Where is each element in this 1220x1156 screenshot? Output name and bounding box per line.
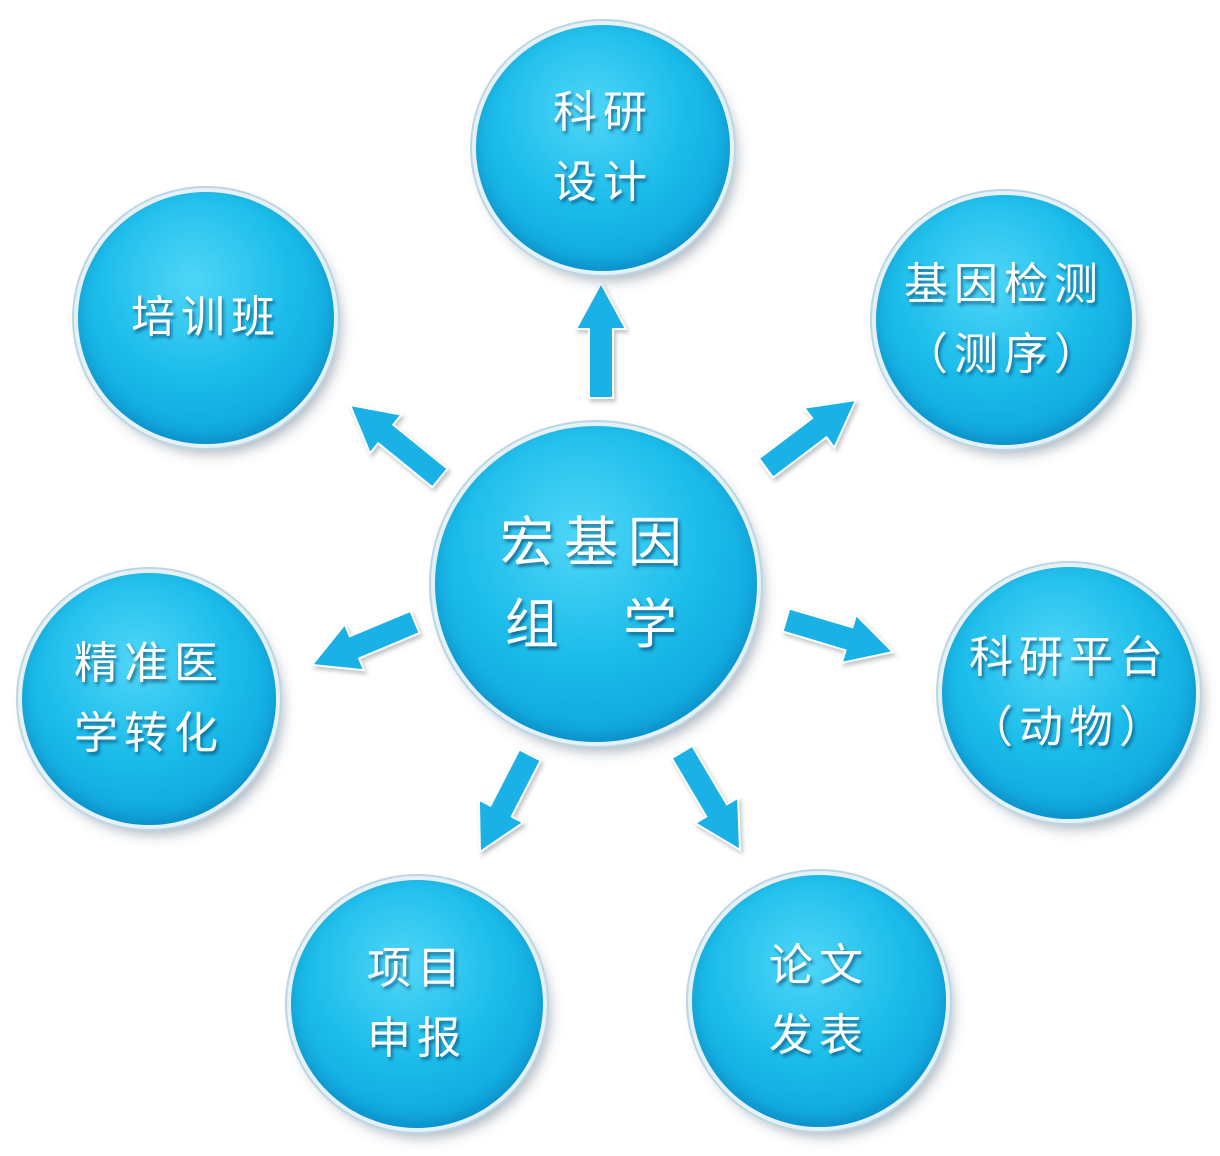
node-gene-testing-line-1: 基因检测 [904, 259, 1104, 310]
center-line-2: 组 学 [504, 593, 688, 656]
node-project-application-line-1: 项目 [367, 943, 467, 994]
node-precision-medicine-line-1: 精准医 [74, 638, 224, 689]
node-research-platform-line-1: 科研平台 [969, 632, 1169, 683]
node-paper-publication-line-1: 论文 [769, 940, 869, 991]
arrow-to-research-design [574, 280, 628, 399]
arrow-to-research-platform [781, 607, 896, 665]
node-gene-testing-line-2: （测序） [904, 329, 1104, 380]
node-project-application-line-2: 申报 [367, 1013, 467, 1064]
center-node-metagenomics[interactable]: 宏基因 组 学 [435, 426, 757, 742]
arrow-to-gene-testing [757, 398, 858, 480]
node-precision-medicine-line-2: 学转化 [74, 708, 224, 759]
arrow-to-paper-publication [670, 744, 742, 852]
node-paper-publication-line-2: 发表 [769, 1010, 869, 1061]
node-research-design[interactable]: 科研 设计 [476, 25, 730, 271]
node-research-platform[interactable]: 科研平台 （动物） [942, 567, 1196, 819]
node-precision-medicine[interactable]: 精准医 学转化 [22, 573, 276, 825]
node-research-design-line-2: 设计 [553, 157, 653, 208]
node-paper-publication[interactable]: 论文 发表 [692, 875, 946, 1127]
center-line-1: 宏基因 [500, 511, 692, 574]
node-training[interactable]: 培训班 [78, 192, 334, 444]
node-training-line-1: 培训班 [131, 292, 281, 343]
arrow-to-precision-medicine [310, 609, 421, 672]
node-research-platform-line-2: （动物） [969, 702, 1169, 753]
node-gene-testing[interactable]: 基因检测 （测序） [876, 195, 1132, 445]
node-research-design-line-1: 科研 [553, 87, 653, 138]
node-project-application[interactable]: 项目 申报 [291, 880, 543, 1128]
arrow-to-training [348, 403, 450, 489]
arrow-to-project-application [477, 748, 543, 854]
